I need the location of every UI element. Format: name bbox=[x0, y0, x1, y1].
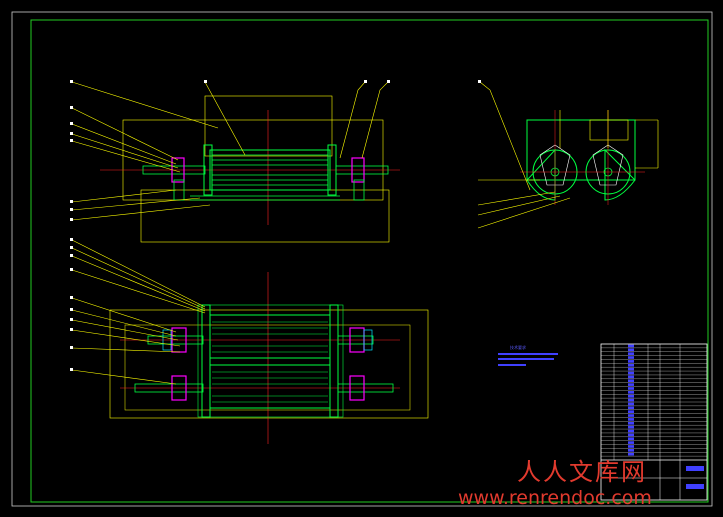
title-block-cell-mark bbox=[628, 398, 634, 402]
title-block-cell-mark bbox=[628, 433, 634, 437]
title-block-cell-mark bbox=[628, 410, 634, 413]
top-view bbox=[71, 81, 400, 243]
title-block-cell-mark bbox=[628, 402, 634, 406]
front-view-upper-roller bbox=[209, 314, 331, 359]
side-view-hopper bbox=[526, 119, 636, 181]
sheet-outer-border bbox=[11, 11, 713, 507]
top-view-roller-lines bbox=[212, 154, 328, 186]
front-view-bearing-4 bbox=[349, 375, 365, 401]
side-view bbox=[477, 81, 659, 229]
title-block-cell-mark bbox=[628, 452, 634, 456]
title-block-cell-mark bbox=[628, 441, 634, 444]
title-block-cell-mark bbox=[628, 383, 634, 386]
title-block-cell-mark bbox=[628, 348, 634, 352]
sheet-inner-border bbox=[30, 19, 709, 503]
title-block-cell-mark bbox=[628, 344, 634, 348]
front-view-outer-dim bbox=[109, 309, 429, 419]
title-block-cell-mark bbox=[628, 421, 634, 425]
title-block-cell-mark bbox=[628, 437, 634, 441]
top-view-bearing-right bbox=[351, 157, 365, 183]
title-block-cell-mark bbox=[628, 375, 634, 379]
title-block-cell-mark bbox=[628, 371, 634, 375]
front-view bbox=[71, 239, 429, 444]
title-block-cell-mark bbox=[628, 356, 634, 359]
watermark-url: www.renrendoc.com bbox=[458, 487, 652, 509]
title-block bbox=[600, 343, 708, 501]
title-block-cell-mark bbox=[628, 391, 634, 394]
title-block-cell-mark bbox=[628, 387, 634, 390]
side-view-right-jaw bbox=[604, 148, 636, 201]
title-block-cell-mark bbox=[628, 363, 634, 367]
title-block-cell-mark bbox=[628, 429, 634, 433]
front-view-leaders bbox=[71, 239, 206, 385]
top-view-roller bbox=[209, 149, 331, 191]
title-block-cell-mark bbox=[628, 414, 634, 417]
title-block-cell-mark bbox=[628, 406, 634, 410]
title-block-cell-mark bbox=[628, 367, 634, 371]
title-block-cell-mark bbox=[628, 425, 634, 429]
title-block-cell-mark bbox=[628, 360, 634, 363]
title-block-cell-mark bbox=[628, 379, 634, 383]
side-view-leaders bbox=[477, 81, 609, 229]
watermark-site-name: 人人文库网 bbox=[517, 458, 647, 486]
front-view-lower-roller bbox=[209, 364, 331, 409]
top-view-leaders bbox=[71, 81, 389, 221]
title-block-cell-mark bbox=[628, 445, 634, 448]
title-block-cell-mark bbox=[628, 394, 634, 398]
title-block-cell-mark bbox=[628, 418, 634, 421]
front-view-bearing-3 bbox=[171, 375, 187, 401]
title-block-cell-mark bbox=[628, 352, 634, 355]
notes-title: 技术要求 bbox=[510, 345, 526, 350]
notes-marks bbox=[498, 353, 558, 366]
leader-tags bbox=[70, 80, 481, 371]
title-block-cell-mark bbox=[628, 449, 634, 452]
top-view-base-dim bbox=[140, 189, 390, 243]
top-view-dim-box bbox=[204, 95, 333, 157]
